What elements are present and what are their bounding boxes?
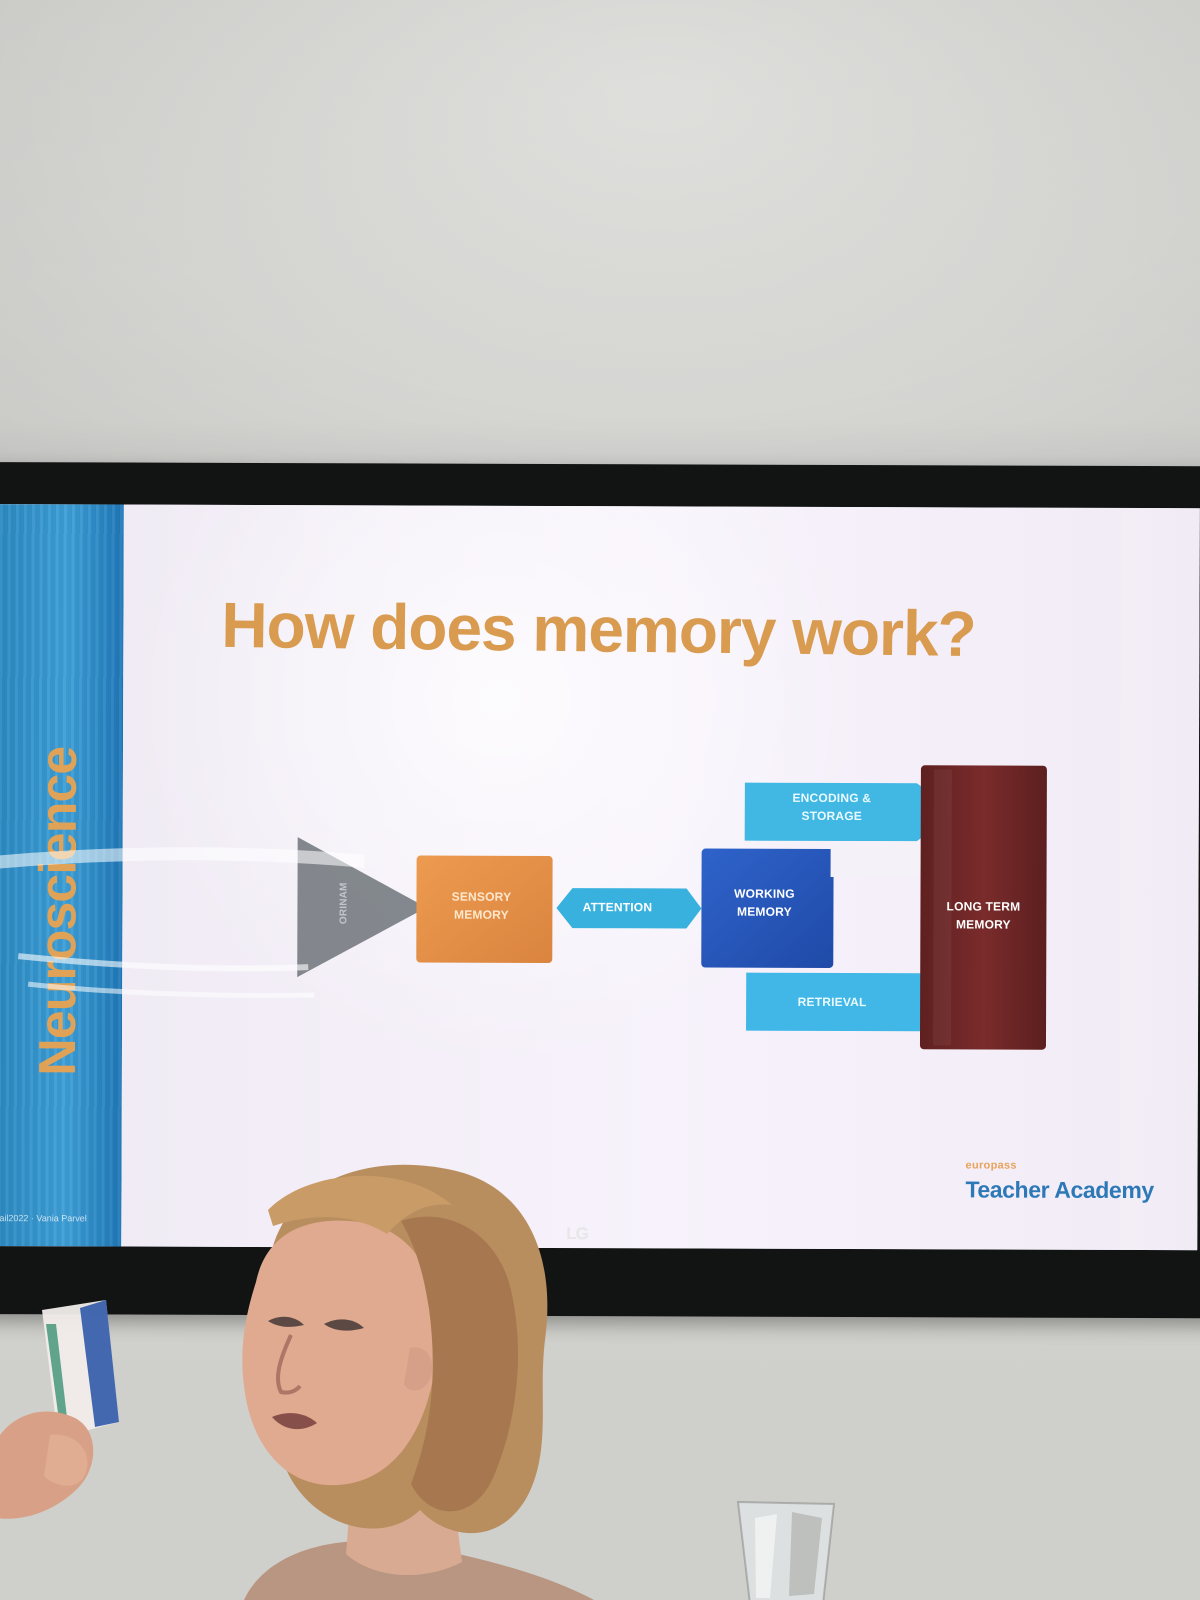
working-memory-label: WORKING MEMORY (734, 886, 795, 919)
presenter-left-eye (268, 1316, 304, 1327)
card-blue-edge (80, 1300, 119, 1427)
foreground-hand-with-card (0, 1290, 144, 1560)
long-term-memory-label: LONG TERM MEMORY (946, 899, 1021, 932)
working-memory-box (701, 848, 834, 968)
screen-glare-vertical (1119, 507, 1162, 1251)
teacher-academy-label: Teacher Academy (965, 1176, 1154, 1204)
presenter-side-hair (401, 1216, 519, 1512)
glass-body (736, 1500, 836, 1600)
presenter-mouth (272, 1413, 317, 1430)
foreground-finger (44, 1434, 88, 1486)
europass-label: europass (965, 1159, 1017, 1172)
retrieval-label: RETRIEVAL (797, 994, 867, 1010)
environment-lower-glare-2 (27, 981, 315, 998)
presentation-screen: Neuroscience ail2022 · Vania Parvel How … (0, 504, 1200, 1251)
presenter-nose (276, 1334, 302, 1395)
environment-lower-glare (17, 953, 309, 972)
glass-dark-reflection (789, 1512, 822, 1596)
presenter-person (190, 1160, 650, 1600)
encoding-storage-label: ENCODING & STORAGE (792, 790, 872, 824)
encoding-gap-patch (830, 840, 921, 878)
glass-reflection (755, 1514, 777, 1598)
television-display: Neuroscience ail2022 · Vania Parvel How … (0, 462, 1200, 1319)
presenter-right-eye (324, 1319, 364, 1331)
presenter-bangs (268, 1175, 452, 1234)
long-term-memory-box (919, 765, 1047, 1050)
foreground-glass (732, 1494, 842, 1600)
environment-triangle (297, 837, 427, 978)
attention-label: ATTENTION (582, 900, 653, 915)
presenter-ear (404, 1347, 433, 1391)
encoding-storage-arrow (744, 782, 957, 842)
long-term-highlight (932, 769, 952, 1046)
card-green-edge (46, 1324, 68, 1428)
wall-background (0, 0, 1200, 470)
environment-label: ORINAM (338, 882, 350, 925)
sensory-memory-box (416, 855, 553, 963)
environment-glare (0, 847, 366, 869)
teacher-academy-logo: europass Teacher Academy (965, 1157, 1191, 1212)
memory-model-diagram (0, 507, 1162, 1251)
retrieval-arrow (746, 972, 962, 1032)
sensory-memory-label: SENSORY MEMORY (451, 889, 512, 922)
attention-arrow (556, 888, 702, 929)
